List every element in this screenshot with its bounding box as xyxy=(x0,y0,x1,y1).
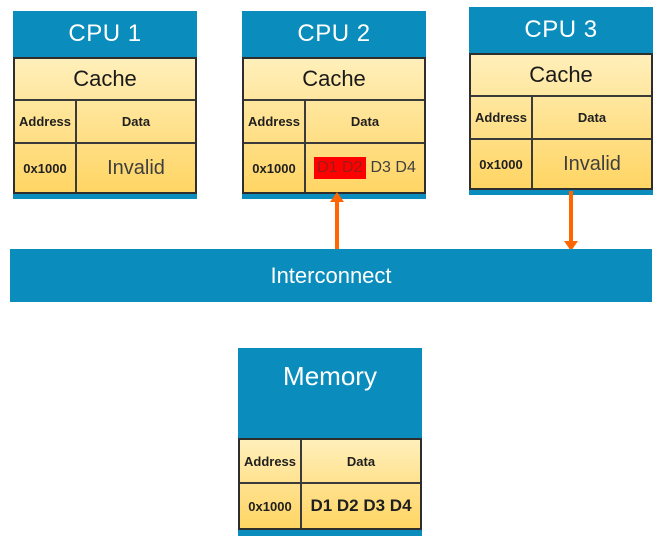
cpu3-block: CPU 3 Cache Address Data 0x1000 Invalid xyxy=(469,7,653,195)
memory-data-header: Data xyxy=(346,453,376,469)
cpu3-entry-address: 0x1000 xyxy=(471,140,533,188)
cpu3-arrowhead-down-icon xyxy=(564,241,578,251)
cpu3-interconnect-connector xyxy=(569,191,573,242)
cpu2-data-header: Data xyxy=(350,114,380,129)
cpu3-cache-entry-row: 0x1000 Invalid xyxy=(471,140,651,188)
memory-entry-data: D1 D2 D3 D4 xyxy=(310,496,412,515)
cpu3-address-header: Address xyxy=(471,97,533,138)
memory-table: Address Data 0x1000 D1 D2 D3 D4 xyxy=(238,438,422,530)
memory-title: Memory xyxy=(283,360,377,391)
cpu2-interconnect-connector xyxy=(335,201,339,250)
interconnect-bus: Interconnect xyxy=(10,249,652,302)
cpu2-arrowhead-up-icon xyxy=(330,192,344,202)
cpu2-address-header: Address xyxy=(244,101,306,142)
cpu2-modified-data-highlight: D1 D2 xyxy=(314,157,366,179)
cpu2-cache-table: Cache Address Data 0x1000 D1 D2 D3 D4 xyxy=(242,57,426,194)
cpu2-entry-data: D1 D2 D3 D4 xyxy=(306,144,424,192)
cpu3-cache-label: Cache xyxy=(471,55,651,97)
cpu1-cache-label: Cache xyxy=(15,59,195,101)
cpu2-cache-entry-row: 0x1000 D1 D2 D3 D4 xyxy=(244,144,424,192)
memory-entry-row: 0x1000 D1 D2 D3 D4 xyxy=(240,484,420,528)
interconnect-label: Interconnect xyxy=(270,262,392,288)
cpu2-title: CPU 2 xyxy=(297,20,371,47)
cpu2-cache-header-row: Address Data xyxy=(244,101,424,144)
cpu1-title: CPU 1 xyxy=(68,20,142,47)
memory-block: Memory Address Data 0x1000 D1 D2 D3 D4 xyxy=(238,348,422,536)
cpu3-data-header: Data xyxy=(577,110,607,125)
cpu2-cache-label: Cache xyxy=(244,59,424,101)
memory-header-row: Address Data xyxy=(240,440,420,484)
cpu1-data-header: Data xyxy=(121,114,151,129)
cpu1-block: CPU 1 Cache Address Data 0x1000 Invalid xyxy=(13,11,197,199)
cpu3-title: CPU 3 xyxy=(524,16,598,43)
cpu1-entry-data: Invalid xyxy=(107,156,165,179)
memory-entry-address: 0x1000 xyxy=(240,484,302,528)
cpu1-entry-address: 0x1000 xyxy=(15,144,77,192)
cpu1-address-header: Address xyxy=(15,101,77,142)
cpu1-cache-header-row: Address Data xyxy=(15,101,195,144)
cpu3-cache-table: Cache Address Data 0x1000 Invalid xyxy=(469,53,653,190)
memory-address-header: Address xyxy=(240,440,302,482)
cpu1-cache-table: Cache Address Data 0x1000 Invalid xyxy=(13,57,197,194)
cpu2-unmodified-data: D3 D4 xyxy=(370,159,416,176)
cpu1-cache-entry-row: 0x1000 Invalid xyxy=(15,144,195,192)
cpu2-block: CPU 2 Cache Address Data 0x1000 D1 D2 D3… xyxy=(242,11,426,199)
cpu2-entry-address: 0x1000 xyxy=(244,144,306,192)
cpu3-entry-data: Invalid xyxy=(563,152,621,175)
cpu3-cache-header-row: Address Data xyxy=(471,97,651,140)
